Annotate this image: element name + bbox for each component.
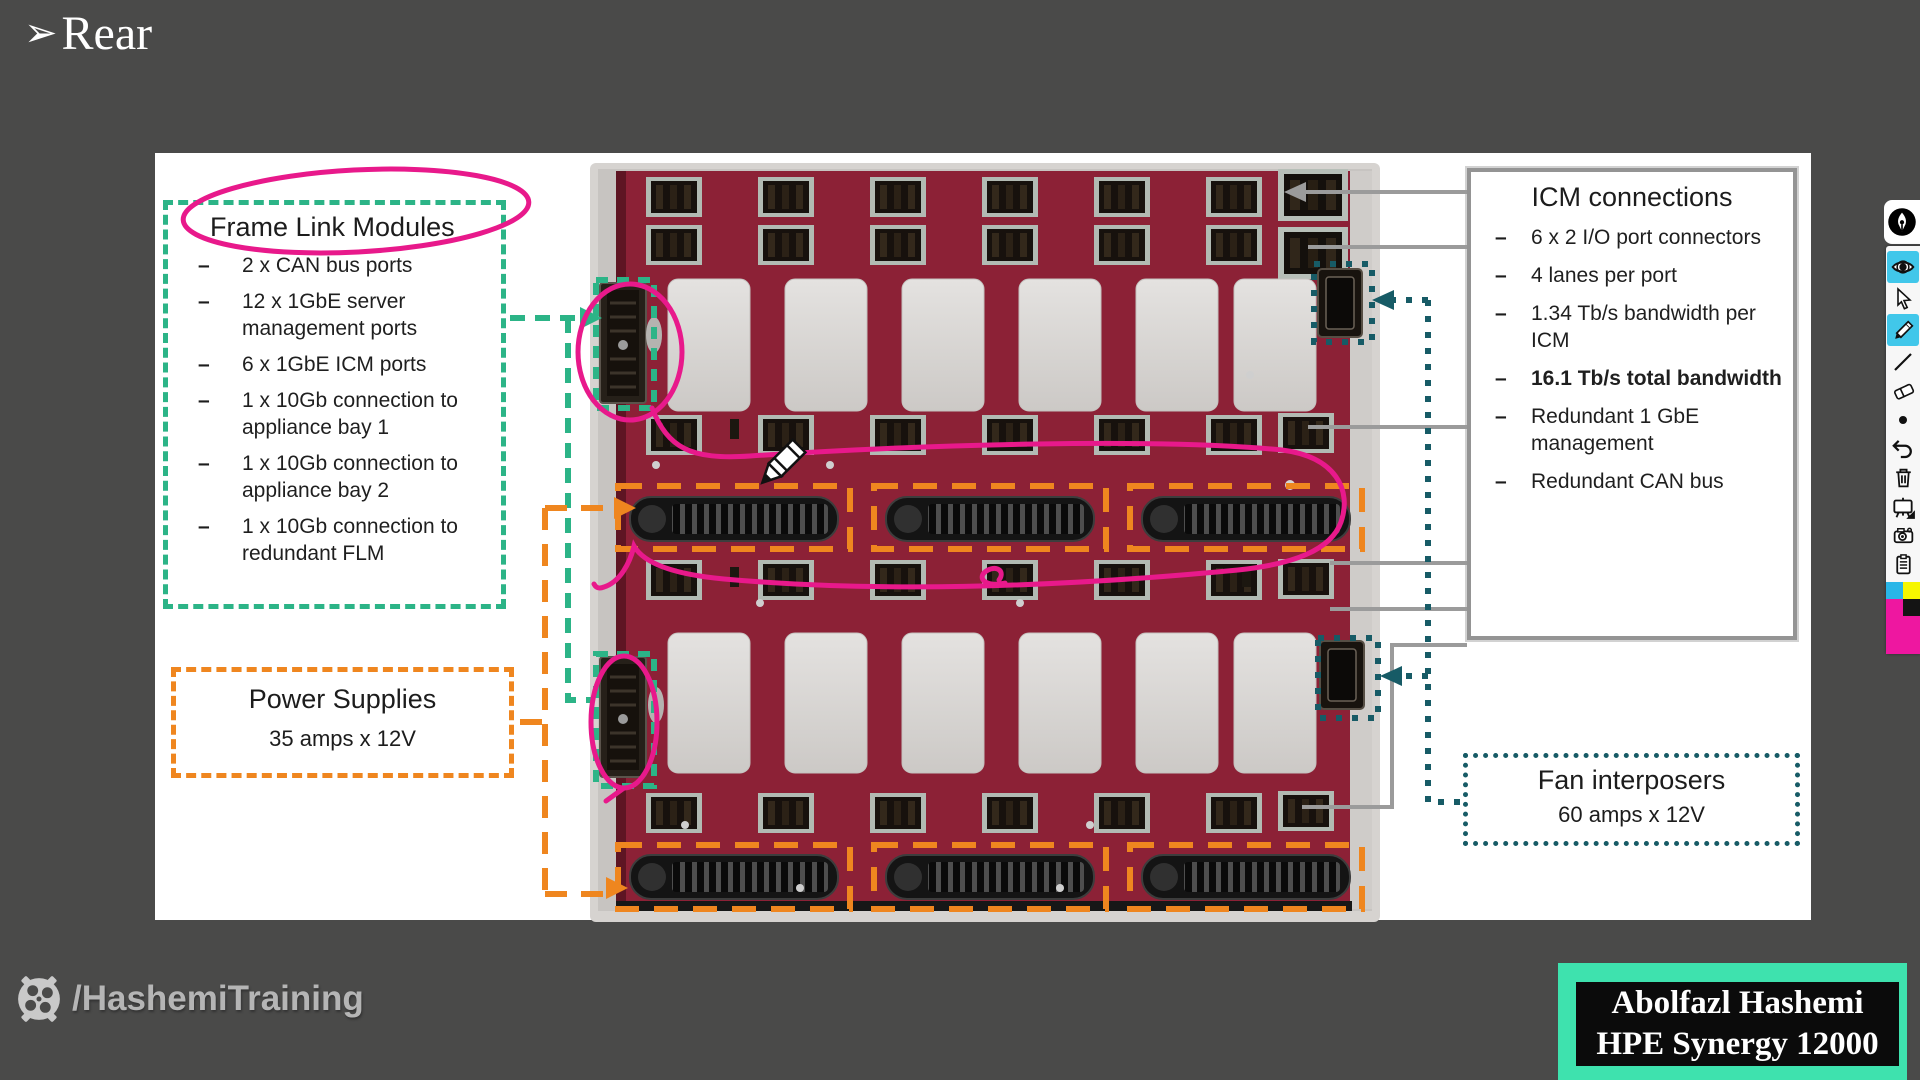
- frame-link-modules-callout: Frame Link Modules 2 x CAN bus ports 12 …: [163, 200, 506, 609]
- power-title: Power Supplies: [248, 684, 437, 714]
- color-swatch-cyan[interactable]: [1886, 582, 1903, 599]
- visibility-tool-button[interactable]: [1887, 251, 1919, 283]
- color-palette: [1886, 582, 1920, 654]
- list-item: 1 x 10Gb connection to redundant FLM: [168, 513, 501, 567]
- screenshot-button[interactable]: [1888, 521, 1918, 550]
- icm-list: 6 x 2 I/O port connectors 4 lanes per po…: [1471, 224, 1793, 495]
- fan-title: Fan interposers: [1537, 765, 1726, 795]
- list-item: 1 x 10Gb connection to appliance bay 2: [168, 450, 501, 504]
- eraser-tool-button[interactable]: [1888, 376, 1918, 405]
- trash-icon: [1895, 468, 1911, 488]
- credit-box: Abolfazl Hashemi HPE Synergy 12000: [1558, 963, 1907, 1080]
- author-name: Abolfazl Hashemi: [1611, 985, 1864, 1021]
- list-item: 16.1 Tb/s total bandwidth: [1471, 365, 1793, 392]
- toolbar-strip: [1886, 246, 1920, 654]
- epic-pen-logo-icon[interactable]: [1884, 200, 1920, 244]
- list-item: Redundant 1 GbE management: [1471, 403, 1793, 457]
- pen-tool-button[interactable]: [1887, 314, 1919, 346]
- line-tool-button[interactable]: [1888, 347, 1918, 376]
- undo-icon: [1892, 439, 1912, 458]
- icm-title: ICM connections: [1531, 182, 1733, 212]
- color-swatch-yellow[interactable]: [1903, 582, 1920, 599]
- list-item: 1 x 10Gb connection to appliance bay 1: [168, 387, 501, 441]
- channel-name: /HashemiTraining: [72, 979, 364, 1018]
- page-title-text: Rear: [61, 7, 153, 60]
- flm-list: 2 x CAN bus ports 12 x 1GbE server manag…: [168, 252, 501, 567]
- page-title: ➢ Rear: [24, 6, 152, 61]
- whiteboard-button[interactable]: [1888, 492, 1918, 521]
- dot-icon: [1899, 415, 1907, 424]
- pencil-icon: [1894, 319, 1914, 339]
- whiteboard-icon: [1893, 497, 1915, 519]
- midplane-photo: [590, 163, 1380, 922]
- clipboard-icon: [1895, 554, 1911, 575]
- aparat-logo-icon: [18, 976, 60, 1022]
- list-item: 6 x 1GbE ICM ports: [168, 351, 501, 378]
- channel-watermark: /HashemiTraining: [16, 976, 364, 1022]
- camera-icon: [1893, 527, 1913, 544]
- undo-button[interactable]: [1888, 434, 1918, 463]
- line-icon: [1894, 352, 1912, 371]
- color-swatch-black[interactable]: [1903, 599, 1920, 616]
- fan-interposers-callout: Fan interposers 60 amps x 12V: [1463, 753, 1800, 846]
- list-item: Redundant CAN bus: [1471, 468, 1793, 495]
- cursor-tool-button[interactable]: [1888, 284, 1918, 313]
- fan-spec: 60 amps x 12V: [1558, 802, 1705, 827]
- annotation-toolbar[interactable]: [1883, 200, 1920, 654]
- power-supplies-callout: Power Supplies 35 amps x 12V: [171, 667, 514, 778]
- credit-inner: Abolfazl Hashemi HPE Synergy 12000: [1576, 982, 1899, 1066]
- list-item: 12 x 1GbE server management ports: [168, 288, 501, 342]
- eraser-icon: [1893, 383, 1914, 400]
- product-name: HPE Synergy 12000: [1596, 1026, 1879, 1062]
- list-item: 2 x CAN bus ports: [168, 252, 501, 279]
- cursor-icon: [1897, 286, 1912, 310]
- list-item: 4 lanes per port: [1471, 262, 1793, 289]
- list-item: 6 x 2 I/O port connectors: [1471, 224, 1793, 251]
- icm-connections-callout: ICM connections 6 x 2 I/O port connector…: [1467, 168, 1797, 640]
- size-dot-indicator[interactable]: [1888, 405, 1918, 434]
- color-swatch-magenta[interactable]: [1886, 599, 1903, 616]
- active-color-swatch[interactable]: [1886, 616, 1920, 654]
- power-spec: 35 amps x 12V: [269, 726, 416, 751]
- clear-trash-button[interactable]: [1888, 463, 1918, 492]
- list-item: 1.34 Tb/s bandwidth per ICM: [1471, 300, 1793, 354]
- flm-title: Frame Link Modules: [210, 212, 455, 242]
- arrow-bullet-icon: ➢: [24, 10, 58, 55]
- eye-icon: [1891, 260, 1915, 274]
- clipboard-button[interactable]: [1888, 550, 1918, 579]
